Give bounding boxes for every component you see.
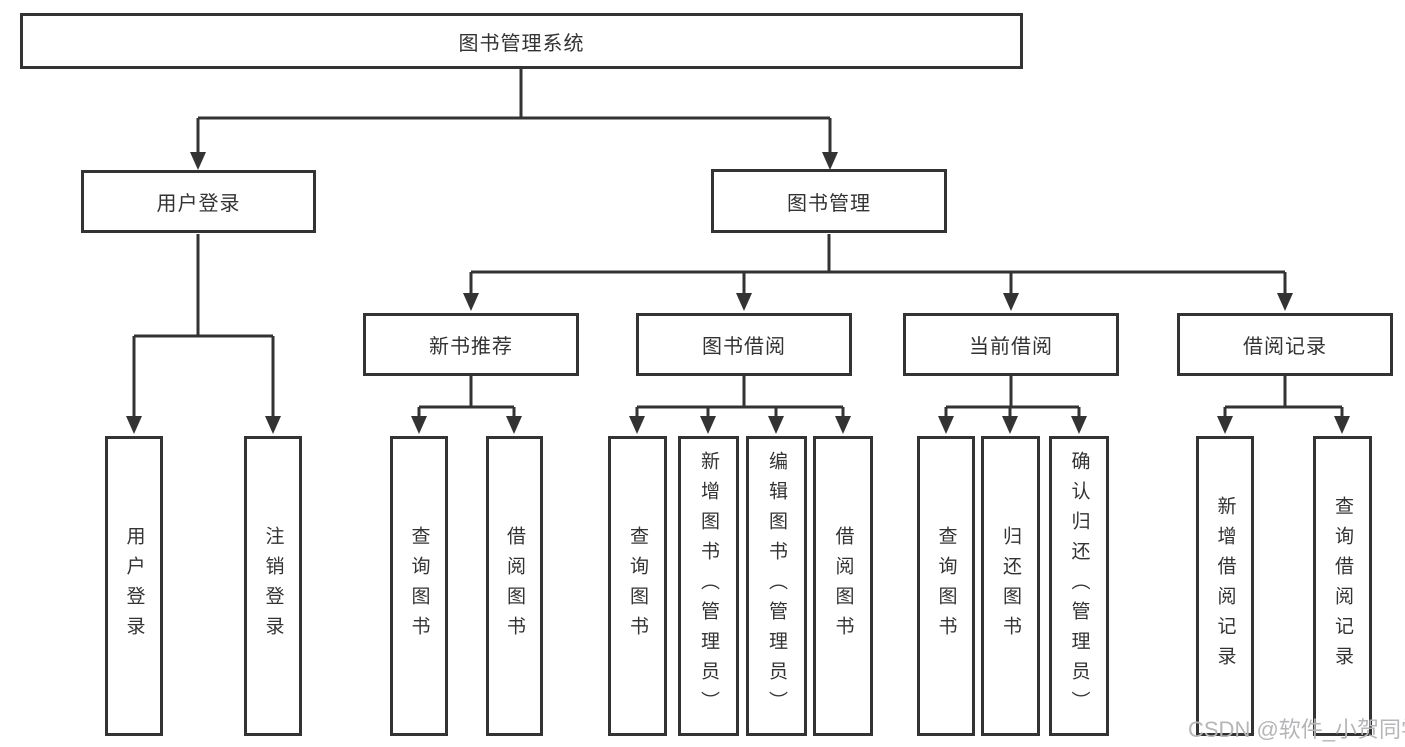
- node-edit-books-admin: 编辑图书（管理员）: [746, 436, 807, 736]
- node-logout: 注销登录: [244, 436, 302, 736]
- node-confirm-return-admin-label: 确认归还（管理员）: [1068, 451, 1090, 721]
- node-logout-label: 注销登录: [262, 526, 284, 646]
- node-user-login-label: 用户登录: [156, 193, 241, 215]
- node-borrow-books-recommend: 借阅图书: [486, 436, 543, 736]
- node-root: 图书管理系统: [20, 13, 1023, 69]
- csdn-watermark: CSDN @软件_小贺同学: [1188, 717, 1405, 742]
- node-borrow-books-borrowing: 借阅图书: [813, 436, 873, 736]
- node-borrow-books-borrowing-label: 借阅图书: [832, 526, 854, 646]
- node-return-books-label: 归还图书: [1000, 526, 1021, 646]
- node-add-borrow-record-label: 新增借阅记录: [1214, 496, 1236, 676]
- node-add-books-admin: 新增图书（管理员）: [678, 436, 739, 736]
- node-root-label: 图书管理系统: [458, 32, 585, 55]
- connector-arrowheads: [126, 152, 1350, 434]
- node-add-borrow-record: 新增借阅记录: [1196, 436, 1254, 736]
- node-user-login: 用户登录: [81, 170, 316, 233]
- node-borrowing-records: 借阅记录: [1177, 313, 1393, 376]
- node-confirm-return-admin: 确认归还（管理员）: [1049, 436, 1109, 736]
- connector-lines: [132, 69, 1344, 420]
- node-current-borrowing: 当前借阅: [903, 313, 1119, 376]
- node-query-books-current: 查询图书: [917, 436, 975, 736]
- node-return-books: 归还图书: [981, 436, 1040, 736]
- node-query-books-borrowing: 查询图书: [608, 436, 667, 736]
- node-borrowing-records-label: 借阅记录: [1243, 336, 1327, 358]
- node-new-book-recommend-label: 新书推荐: [429, 336, 513, 358]
- node-borrow-books-recommend-label: 借阅图书: [504, 526, 525, 646]
- node-user-login-leaf-label: 用户登录: [123, 526, 145, 646]
- node-book-management-label: 图书管理: [787, 192, 871, 215]
- node-current-borrowing-label: 当前借阅: [969, 336, 1053, 358]
- node-book-borrowing: 图书借阅: [636, 313, 852, 376]
- node-query-books-recommend: 查询图书: [390, 436, 448, 736]
- node-query-books-current-label: 查询图书: [935, 526, 957, 646]
- node-query-books-borrowing-label: 查询图书: [627, 526, 648, 646]
- node-query-borrow-record: 查询借阅记录: [1313, 436, 1372, 736]
- node-book-borrowing-label: 图书借阅: [702, 336, 786, 358]
- node-query-books-recommend-label: 查询图书: [408, 526, 430, 646]
- node-add-books-admin-label: 新增图书（管理员）: [698, 451, 719, 721]
- node-user-login-leaf: 用户登录: [105, 436, 163, 736]
- node-edit-books-admin-label: 编辑图书（管理员）: [766, 451, 787, 721]
- node-query-borrow-record-label: 查询借阅记录: [1332, 496, 1353, 676]
- node-new-book-recommend: 新书推荐: [363, 313, 579, 376]
- node-book-management: 图书管理: [711, 169, 947, 233]
